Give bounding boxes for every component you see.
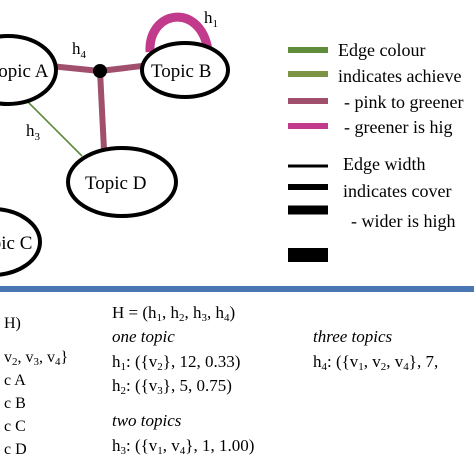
legend-colour-line-1: Edge colour <box>338 40 425 60</box>
legend-width-line-1: Edge width <box>343 154 426 174</box>
left-col-line-5: c C <box>4 418 26 435</box>
edge-label-h3: h3 <box>26 121 41 143</box>
left-col-line-4: c B <box>4 395 26 412</box>
two-topics-heading: two topics <box>112 411 182 430</box>
three-topics-heading: three topics <box>313 327 393 346</box>
edge-h4-to-topic-a <box>49 63 101 74</box>
legend-colour-line-3: - pink to greener <box>344 92 463 112</box>
node-topic-c: Topic C <box>0 207 42 277</box>
legend-colour-line-4: - greener is hig <box>344 117 452 137</box>
node-label-topic-d: Topic D <box>85 173 146 194</box>
legend-colour-line-2: indicates achieve <box>338 66 461 86</box>
edge-h4-to-topic-b <box>99 63 143 74</box>
node-label-topic-a: Topic A <box>0 61 49 82</box>
legend-width-line-2: indicates cover <box>343 181 451 201</box>
left-col-line-1: H) <box>4 315 21 332</box>
hypergraph-definition: H = (h1, h2, h3, h4) <box>112 303 236 324</box>
node-label-topic-b: Topic B <box>151 61 211 82</box>
one-topic-row-1: h1: ({v2}, 12, 0.33) <box>112 352 241 373</box>
edge-label-h1: h1 <box>204 8 218 30</box>
legend-width-line-3: - wider is high <box>351 211 455 231</box>
left-col-line-6: c D <box>4 441 27 458</box>
edge-label-h4: h4 <box>72 39 87 61</box>
left-col-line-3: c A <box>4 372 26 389</box>
one-topic-row-2: h2: ({v3}, 5, 0.75) <box>112 376 232 397</box>
three-topics-row-1: h4: ({v1, v2, v4}, 7, <box>313 352 439 373</box>
two-topics-row-1: h3: ({v1, v4}, 1, 1.00) <box>112 436 255 457</box>
left-col-line-2: v2, v3, v4} <box>4 349 69 368</box>
node-topic-b: Topic B <box>140 41 230 99</box>
node-label-topic-c: Topic C <box>0 233 32 254</box>
edge-h1-loop <box>145 12 213 53</box>
one-topic-heading: one topic <box>112 327 175 346</box>
node-topic-a: Topic A <box>0 34 58 106</box>
edge-h4-to-topic-d <box>97 70 107 151</box>
legend-colour: Edge colour indicates achieve - pink to … <box>288 40 463 137</box>
legend-width: Edge width indicates cover - wider is hi… <box>288 154 455 262</box>
section-divider <box>0 286 474 292</box>
node-topic-d: Topic D <box>66 146 178 218</box>
edge-h3 <box>23 97 83 157</box>
hyperedge-junction-h4 <box>93 64 107 78</box>
